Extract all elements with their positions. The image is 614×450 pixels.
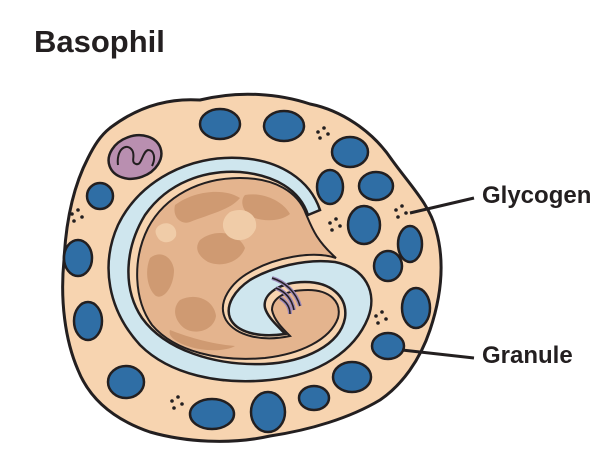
- glycogen-label: Glycogen: [482, 182, 592, 209]
- granule-leader-line: [401, 348, 475, 360]
- golgi-apparatus: [271, 276, 302, 315]
- diagram-title: Basophil: [34, 24, 165, 59]
- glycogen-leader-line: [409, 196, 475, 215]
- mitochondrion: [107, 133, 163, 181]
- granules: [62, 107, 432, 434]
- glycogen-particles: [70, 126, 408, 410]
- granule-label: Granule: [482, 342, 573, 369]
- nuclear-envelope: [107, 156, 373, 383]
- chromatin-light: [155, 209, 257, 243]
- chromatin: [147, 191, 290, 351]
